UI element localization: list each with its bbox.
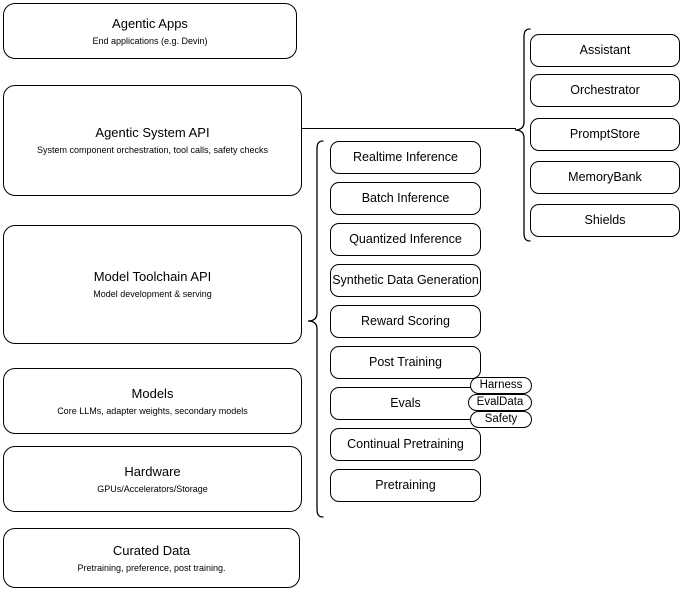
component-promptstore[interactable]: PromptStore [530,118,680,151]
component-label: Batch Inference [361,191,450,205]
layer-subtitle: Model development & serving [93,289,212,299]
layer-agentic-system-api[interactable]: Agentic System API System component orch… [3,85,302,196]
connector-system-api-to-components [302,128,516,129]
component-label: Realtime Inference [353,150,458,164]
component-shields[interactable]: Shields [530,204,680,237]
layer-subtitle: System component orchestration, tool cal… [36,145,269,155]
eval-subcomponent-evaldata[interactable]: EvalData [468,394,532,411]
component-quantized-inference[interactable]: Quantized Inference [330,223,481,256]
layer-title: Agentic System API [95,125,210,140]
component-label: Quantized Inference [349,232,462,246]
layer-model-toolchain-api[interactable]: Model Toolchain API Model development & … [3,225,302,344]
component-label: PromptStore [569,127,641,141]
component-batch-inference[interactable]: Batch Inference [330,182,481,215]
component-label: Synthetic Data Generation [332,273,479,287]
layer-title: Agentic Apps [112,15,188,31]
layer-title: Model Toolchain API [93,269,212,284]
component-realtime-inference[interactable]: Realtime Inference [330,141,481,174]
component-pretraining[interactable]: Pretraining [330,469,481,502]
component-label: MemoryBank [568,170,642,184]
component-label: Assistant [579,43,631,57]
component-label: Shields [584,213,626,227]
component-memorybank[interactable]: MemoryBank [530,161,680,194]
layer-hardware[interactable]: Hardware GPUs/Accelerators/Storage [3,446,302,512]
component-synthetic-data-generation[interactable]: Synthetic Data Generation [330,264,481,297]
layer-subtitle: Pretraining, preference, post training. [77,562,226,573]
layer-agentic-apps[interactable]: Agentic Apps End applications (e.g. Devi… [3,3,297,59]
component-reward-scoring[interactable]: Reward Scoring [330,305,481,338]
layer-title: Hardware [124,463,181,479]
layer-subtitle: End applications (e.g. Devin) [92,35,208,46]
layer-subtitle: GPUs/Accelerators/Storage [97,483,208,494]
component-assistant[interactable]: Assistant [530,34,680,67]
eval-subcomponent-safety[interactable]: Safety [470,411,532,428]
layer-title: Models [131,385,174,401]
component-label: Continual Pretraining [347,437,464,451]
component-continual-pretraining[interactable]: Continual Pretraining [330,428,481,461]
eval-subcomponent-harness[interactable]: Harness [470,377,532,394]
component-label: Pretraining [375,478,436,492]
component-label: Evals [390,396,421,410]
layer-title: Curated Data [112,542,191,558]
layer-curated-data[interactable]: Curated Data Pretraining, preference, po… [3,528,300,588]
component-label: Orchestrator [570,83,640,97]
layer-subtitle: Core LLMs, adapter weights, secondary mo… [57,405,248,416]
component-post-training[interactable]: Post Training [330,346,481,379]
component-label: Reward Scoring [361,314,450,328]
eval-subcomponent-label: EvalData [476,396,524,408]
component-evals[interactable]: Evals [330,387,481,420]
brace-toolchain-components [305,140,325,518]
eval-subcomponent-label: Harness [479,379,523,391]
brace-system-components [512,28,532,242]
eval-subcomponent-label: Safety [484,413,518,425]
component-orchestrator[interactable]: Orchestrator [530,74,680,107]
component-label: Post Training [369,355,442,369]
layer-models[interactable]: Models Core LLMs, adapter weights, secon… [3,368,302,434]
